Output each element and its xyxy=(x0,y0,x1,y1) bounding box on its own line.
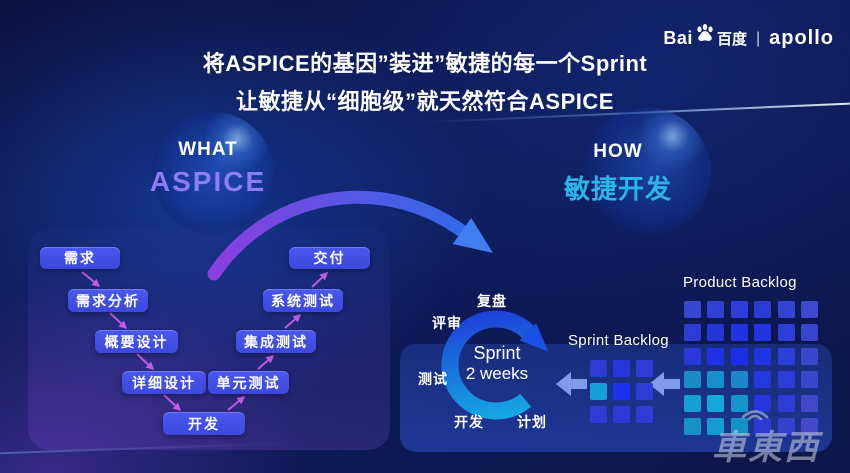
sprint-backlog-item xyxy=(590,406,607,423)
product-backlog-item xyxy=(730,347,748,365)
product-backlog-grid xyxy=(684,301,824,441)
product-backlog-item xyxy=(754,371,772,389)
product-backlog-item xyxy=(730,324,748,342)
product-backlog-item xyxy=(730,418,748,435)
vmodel-box-delivery: 交付 xyxy=(289,247,370,269)
globe-graphic-right xyxy=(583,108,711,236)
product-backlog-item xyxy=(707,371,725,389)
product-backlog-item xyxy=(754,324,772,342)
sprint-backlog-item xyxy=(590,360,607,377)
product-backlog-item xyxy=(801,347,818,365)
product-backlog-item xyxy=(777,418,795,435)
vmodel-box-system-test: 系统测试 xyxy=(263,289,343,312)
watermark-signal-icon xyxy=(736,403,774,426)
product-backlog-item xyxy=(730,371,748,389)
sprint-step-review: 评审 xyxy=(432,315,462,331)
vmodel-box-integration-test: 集成测试 xyxy=(236,330,316,353)
watermark-text: 車東西 xyxy=(712,429,820,467)
product-backlog-item xyxy=(801,418,818,435)
product-backlog-item xyxy=(730,394,748,412)
product-backlog-item xyxy=(684,347,701,365)
baidu-wordmark: Bai xyxy=(663,28,693,48)
sprint-backlog-item xyxy=(613,406,630,423)
sprint-step-retrospective: 复盘 xyxy=(477,293,507,309)
product-backlog-item xyxy=(730,301,748,318)
vmodel-box-requirements: 需求 xyxy=(40,247,120,269)
product-backlog-item xyxy=(684,371,701,389)
product-backlog-item xyxy=(754,347,772,365)
sprint-backlog-label: Sprint Backlog xyxy=(568,332,669,349)
title-line2: 让敏捷从“细胞级”就天然符合ASPICE xyxy=(236,89,614,114)
product-backlog-item xyxy=(684,394,701,412)
product-backlog-item xyxy=(801,371,818,389)
apollo-wordmark: apollo xyxy=(769,27,834,49)
product-backlog-item xyxy=(684,418,701,435)
vmodel-box-detail-design: 详细设计 xyxy=(122,371,206,394)
sprint-backlog-item xyxy=(636,360,653,377)
product-backlog-item xyxy=(777,347,795,365)
baidu-cn-wordmark: 百度 xyxy=(716,31,747,48)
vmodel-box-development: 开发 xyxy=(163,412,245,435)
sprint-backlog-item xyxy=(590,383,607,400)
product-backlog-item xyxy=(684,301,701,318)
product-backlog-item xyxy=(777,301,795,318)
product-backlog-item xyxy=(707,418,725,435)
concept-aspice-label: ASPICE xyxy=(149,166,267,197)
baidu-paw-icon xyxy=(694,22,716,49)
sprint-backlog-item xyxy=(636,406,653,423)
product-backlog-item xyxy=(707,394,725,412)
sprint-backlog-item xyxy=(636,383,653,400)
vmodel-box-unit-test: 单元测试 xyxy=(208,371,289,394)
product-backlog-item xyxy=(707,301,725,318)
product-backlog-item xyxy=(754,394,772,412)
sprint-duration-label: 2 weeks xyxy=(465,364,529,383)
sprint-step-develop: 开发 xyxy=(454,414,484,430)
sprint-step-plan: 计划 xyxy=(517,414,547,430)
title-line1: 将ASPICE的基因”装进”敏捷的每一个Sprint xyxy=(202,51,648,76)
sprint-center-text: Sprint 2 weeks xyxy=(447,343,547,384)
product-backlog-item xyxy=(801,324,818,342)
product-backlog-item xyxy=(777,324,795,342)
product-backlog-item xyxy=(777,371,795,389)
product-backlog-item xyxy=(777,394,795,412)
concept-what-label: WHAT xyxy=(178,139,238,160)
logo-divider: | xyxy=(755,29,761,47)
product-backlog-item xyxy=(801,394,818,412)
product-backlog-item xyxy=(707,324,725,342)
product-backlog-item xyxy=(754,418,772,435)
sprint-label: Sprint xyxy=(473,343,521,363)
concept-agile-label: 敏捷开发 xyxy=(563,174,672,204)
sprint-backlog-grid xyxy=(590,360,654,424)
baidu-apollo-logo: Bai 百度 | apollo xyxy=(663,22,834,55)
sprint-step-test: 测试 xyxy=(418,371,448,387)
product-backlog-item xyxy=(801,301,818,318)
product-backlog-item xyxy=(684,324,701,342)
product-backlog-item xyxy=(754,301,772,318)
sprint-backlog-item xyxy=(613,383,630,400)
sprint-backlog-item xyxy=(613,360,630,377)
product-backlog-label: Product Backlog xyxy=(683,274,797,291)
vmodel-box-hl-design: 概要设计 xyxy=(95,330,178,353)
product-backlog-item xyxy=(707,347,725,365)
concept-how-label: HOW xyxy=(593,141,643,162)
vmodel-box-req-analysis: 需求分析 xyxy=(68,289,148,312)
